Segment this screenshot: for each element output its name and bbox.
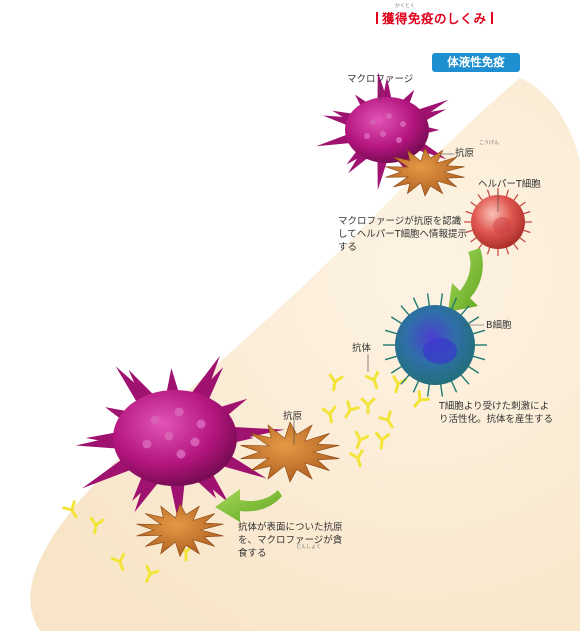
- antibody-icon: [375, 431, 391, 450]
- page-title: 獲得免疫のしくみ: [372, 8, 497, 27]
- antibody-icon: [360, 397, 376, 415]
- antibody-icon: [364, 370, 380, 390]
- antibody-icon: [344, 400, 360, 419]
- antibody-icon: [349, 449, 364, 468]
- label-b-cell: B細胞: [486, 320, 512, 331]
- label-antigen-ruby: こうげん: [479, 140, 500, 146]
- antibody-icon: [328, 373, 344, 392]
- antibody-icon: [62, 500, 78, 519]
- label-antigen-mid: 抗原: [283, 411, 303, 422]
- arrow-icon: [448, 248, 483, 312]
- caption-step3: 抗体が表面についた抗原を、マクロファージが貪食する: [238, 522, 343, 559]
- arrow-icon: [215, 489, 282, 522]
- antibody-icon: [321, 405, 337, 424]
- caption-step2: T細胞より受けた刺激により活性化。抗体を産生する: [439, 401, 554, 425]
- label-antibody: 抗体: [352, 343, 372, 354]
- b-cell-icon: [383, 293, 487, 397]
- title-ruby: かくとく: [395, 3, 415, 9]
- antigen-icon: [136, 502, 224, 558]
- helper-t-cell-icon: [464, 188, 532, 256]
- antibody-icon: [145, 564, 160, 583]
- antibody-icon: [354, 430, 370, 450]
- label-macrophage: マクロファージ: [347, 74, 414, 85]
- humoral-immunity-badge: 体液性免疫: [432, 53, 520, 72]
- label-helper-t-cell: ヘルパーT細胞: [478, 179, 541, 190]
- antigen-icon: [240, 421, 340, 483]
- macrophage-cell-icon: [316, 72, 449, 190]
- antigen-icon: [385, 147, 465, 197]
- antibody-icon: [413, 390, 430, 408]
- macrophage-cell-icon: [75, 355, 285, 529]
- antibody-icon: [378, 410, 394, 429]
- antibody-group: [62, 370, 430, 583]
- caption-step1: マクロファージが抗原を認識してヘルパーT細胞へ情報提示する: [338, 216, 468, 253]
- antibody-icon: [89, 516, 105, 535]
- caption-step3-ruby: どんしょく: [296, 544, 322, 550]
- antibody-icon: [110, 552, 126, 572]
- label-antigen-top: 抗原: [455, 148, 475, 159]
- background-swoosh: [30, 78, 580, 631]
